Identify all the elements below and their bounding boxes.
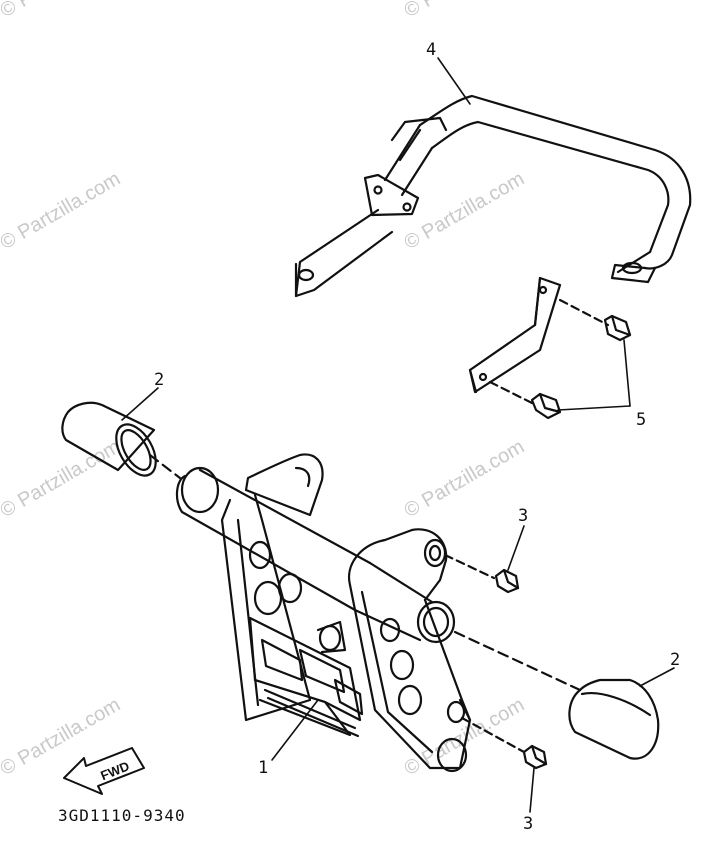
callout-1: 1 [258, 758, 269, 778]
callout-3-upper: 3 [518, 506, 529, 526]
callout-5: 5 [636, 410, 647, 430]
leader-5-lower [557, 405, 631, 411]
callout-2-right: 2 [670, 650, 681, 670]
callout-3-lower: 3 [523, 814, 534, 834]
leader-2-right [639, 667, 675, 687]
leader-4 [437, 57, 471, 105]
leader-3-upper [507, 525, 525, 571]
bolt-3-lower [522, 744, 548, 770]
end-cap-left [61, 401, 157, 477]
bolt-5-upper-axis [558, 298, 610, 327]
leader-1 [271, 699, 319, 761]
bolt-5-upper [603, 314, 632, 342]
leader-2-left [121, 387, 159, 421]
front-guard [175, 453, 472, 773]
left-cap-axis [148, 453, 182, 480]
callout-2-left: 2 [154, 370, 165, 390]
bolt-3-upper [494, 568, 520, 594]
right-cap-axis [453, 630, 582, 692]
bolt-3-lower-axis [460, 716, 526, 754]
grab-bar [294, 94, 692, 394]
leader-5-upper [623, 339, 631, 407]
diagram-code: 3GD1110-9340 [58, 806, 186, 825]
leader-3-lower [529, 767, 535, 813]
bolt-3-upper-axis [443, 553, 496, 580]
end-cap-right [568, 678, 660, 760]
bolt-5-lower [530, 392, 562, 420]
bolt-5-lower-axis [488, 380, 538, 407]
fwd-arrow-icon: FWD [63, 747, 145, 795]
callout-4: 4 [426, 40, 437, 60]
